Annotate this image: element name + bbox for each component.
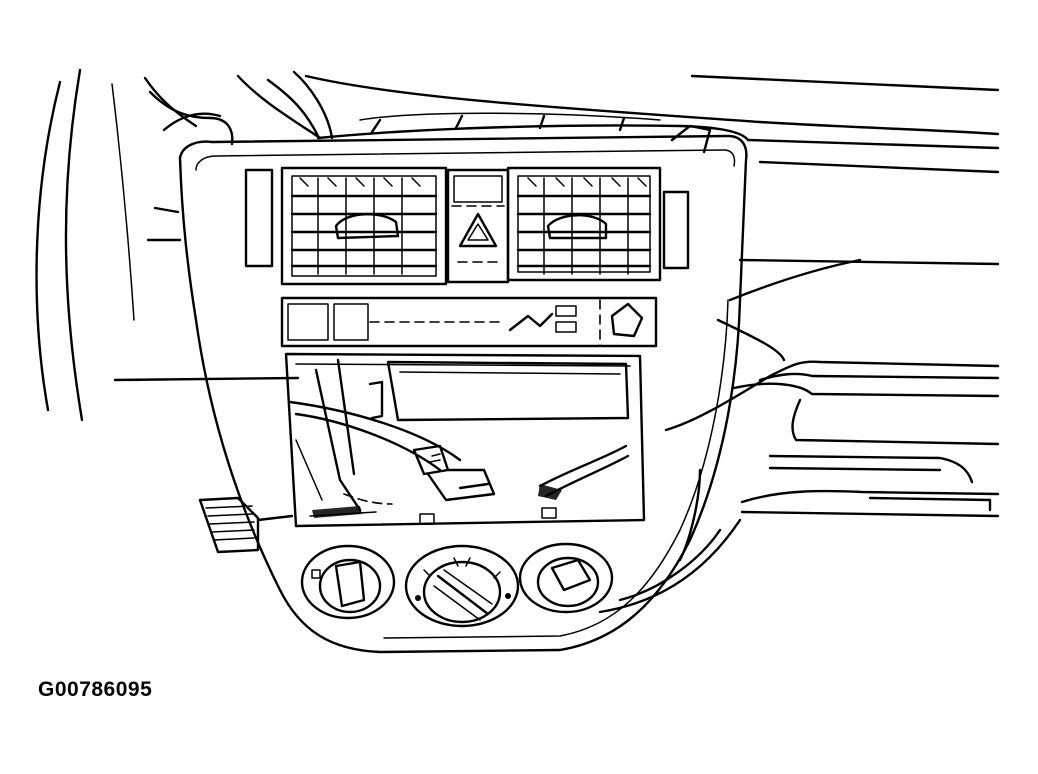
air-distribution-knob xyxy=(404,544,520,628)
fan-speed-knob xyxy=(300,544,396,620)
hazard-switch xyxy=(451,175,505,263)
dashboard-top-lines xyxy=(236,70,1000,174)
center-console-bezel xyxy=(178,134,748,654)
figure-code: G00786095 xyxy=(38,678,153,701)
dashboard-right-trim xyxy=(598,258,1000,614)
climate-control-panel xyxy=(300,542,614,628)
knee-bolster xyxy=(198,496,294,554)
switch-panel-strip xyxy=(280,296,658,348)
left-vent-louvers xyxy=(290,177,438,275)
right-vent-louvers xyxy=(516,177,652,275)
temperature-knob xyxy=(518,542,614,614)
radio-opening xyxy=(284,352,646,528)
steering-column-outline xyxy=(35,68,300,422)
center-air-vents xyxy=(244,166,690,286)
